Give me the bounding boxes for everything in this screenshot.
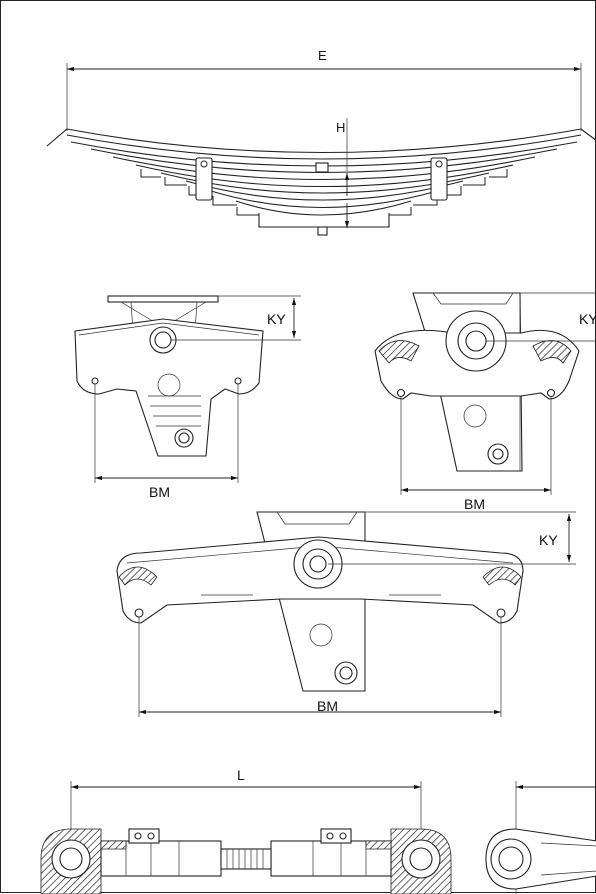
spring-clip-right	[430, 157, 448, 201]
leaf-spring: E	[46, 48, 596, 236]
label-ky-medium: KY	[579, 311, 596, 327]
label-bm-equalizer: BM	[317, 698, 338, 714]
label-ky-equalizer: KY	[539, 532, 558, 548]
label-bm-medium: BM	[464, 496, 485, 512]
center-bolt-nut	[317, 226, 328, 236]
label-bm-small: BM	[149, 484, 170, 500]
center-bolt-head	[315, 162, 329, 173]
label-l: L	[237, 767, 245, 783]
label-h: H	[336, 120, 345, 135]
spring-clip-left	[195, 157, 213, 201]
label-ky-small: KY	[267, 311, 286, 327]
torque-rod: L	[40, 767, 596, 894]
hanger-medium: KY BM	[374, 292, 596, 512]
equalizer-hanger: KY BM	[116, 511, 576, 717]
hanger-small: KY BM	[74, 295, 301, 500]
label-e: E	[318, 48, 327, 63]
spring-leaves	[46, 128, 596, 228]
